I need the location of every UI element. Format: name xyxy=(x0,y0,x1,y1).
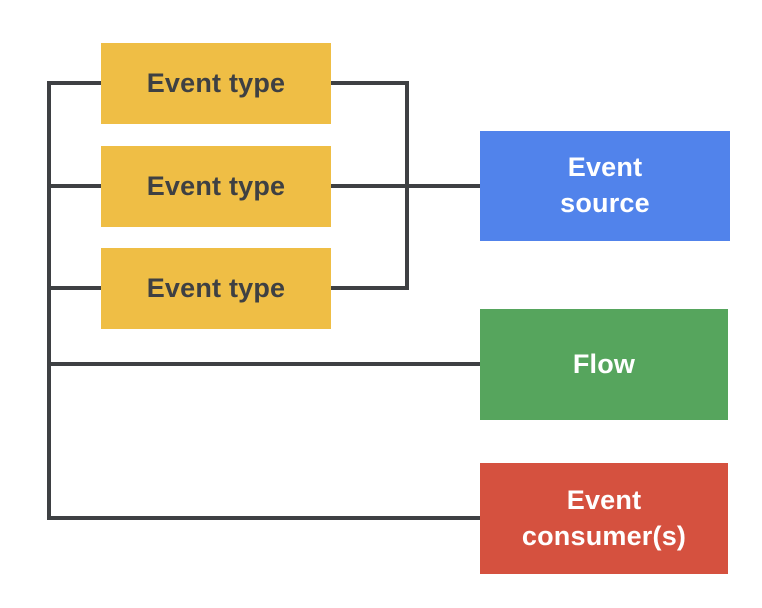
left-bus-line xyxy=(47,81,51,520)
node-event-type-2: Event type xyxy=(101,146,331,227)
connector-to-flow xyxy=(47,362,482,366)
node-event-source: Event source xyxy=(480,131,730,241)
node-flow-label: Flow xyxy=(572,348,636,379)
connector-event-type-2-left xyxy=(47,184,103,188)
node-event-consumers: Event consumer(s) xyxy=(480,463,728,574)
node-event-consumers-label: Event consumer(s) xyxy=(521,484,687,551)
connector-event-type-3-right xyxy=(331,286,409,290)
node-event-type-1-label: Event type xyxy=(146,67,286,98)
node-event-type-2-label: Event type xyxy=(146,170,286,201)
connector-to-event-consumers xyxy=(47,516,482,520)
connector-event-type-1-left xyxy=(47,81,103,85)
node-event-type-1: Event type xyxy=(101,43,331,124)
connector-event-type-3-left xyxy=(47,286,103,290)
node-event-type-3-label: Event type xyxy=(146,272,286,303)
node-event-type-3: Event type xyxy=(101,248,331,329)
node-flow: Flow xyxy=(480,309,728,420)
connector-event-type-1-right xyxy=(331,81,409,85)
connector-to-event-source xyxy=(331,184,482,188)
node-event-source-label: Event source xyxy=(560,152,650,218)
